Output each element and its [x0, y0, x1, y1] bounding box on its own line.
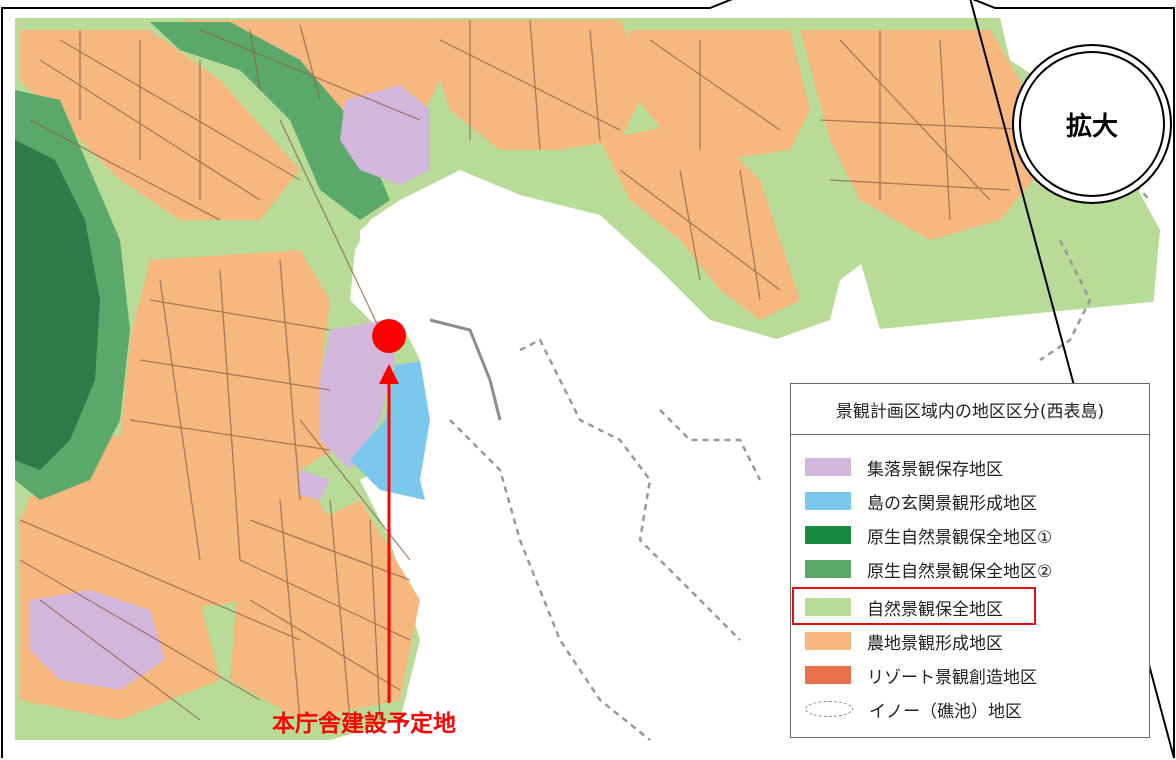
- legend-label: 自然景観保全地区: [867, 599, 1003, 620]
- road-network: [19, 19, 1041, 721]
- legend-title-text: 景観計画区域内の地区区分(西表島): [835, 401, 1105, 422]
- swatch-island-gateway: [805, 492, 851, 510]
- legend-label: 原生自然景観保全地区①: [867, 527, 1053, 548]
- legend-item-settlement: 集落景観保存地区: [805, 454, 1003, 480]
- legend-label: 島の玄関景観形成地区: [867, 493, 1037, 514]
- breakwater: [429, 318, 502, 421]
- legend-title: 景観計画区域内の地区区分(西表島): [790, 383, 1150, 435]
- zone-settlement: [30, 85, 430, 690]
- swatch-resort: [805, 666, 851, 684]
- legend-item-primary-nature-2: 原生自然景観保全地区②: [805, 556, 1052, 582]
- legend-label: イノー（礁池）地区: [869, 701, 1022, 722]
- zone-primary-nature-1: [15, 140, 100, 470]
- site-marker[interactable]: [372, 319, 406, 353]
- legend-item-farmland: 農地景観形成地区: [805, 628, 1003, 654]
- swatch-inoo: [805, 701, 853, 717]
- swatch-farmland: [805, 632, 851, 650]
- swatch-primary-nature-2: [805, 560, 851, 578]
- zone-island-gateway: [350, 360, 445, 500]
- legend-item-resort: リゾート景観創造地区: [805, 662, 1037, 688]
- legend-label: 原生自然景観保全地区②: [867, 561, 1053, 582]
- swatch-settlement: [805, 458, 851, 476]
- legend-item-island-gateway: 島の玄関景観形成地区: [805, 488, 1037, 514]
- legend-label: 集落景観保存地区: [867, 459, 1003, 480]
- legend-label: 農地景観形成地区: [867, 633, 1003, 654]
- zoom-badge: 拡大: [1012, 44, 1172, 204]
- site-label: 本庁舎建設予定地: [272, 711, 456, 737]
- site-arrow: [379, 364, 399, 703]
- swatch-natural: [805, 598, 851, 616]
- reef-outline: [449, 169, 1151, 741]
- swatch-primary-nature-1: [805, 526, 851, 544]
- legend-item-natural: 自然景観保全地区: [805, 594, 1003, 620]
- zoom-label: 拡大: [1065, 111, 1118, 142]
- legend: 集落景観保存地区 島の玄関景観形成地区 原生自然景観保全地区① 原生自然景観保全…: [790, 434, 1150, 738]
- legend-item-inoo: イノー（礁池）地区: [805, 696, 1022, 722]
- legend-item-primary-nature-1: 原生自然景観保全地区①: [805, 522, 1052, 548]
- legend-highlight-natural: [792, 587, 1036, 625]
- legend-label: リゾート景観創造地区: [867, 667, 1037, 688]
